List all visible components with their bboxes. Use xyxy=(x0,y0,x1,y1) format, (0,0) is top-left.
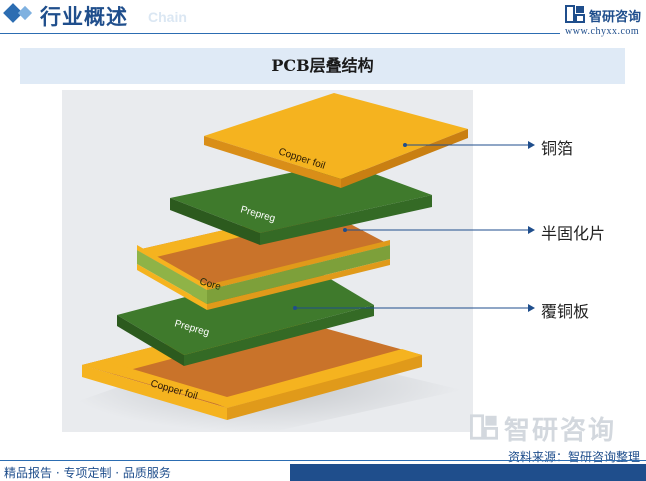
footer-bar xyxy=(290,464,646,481)
watermark-logo-icon xyxy=(470,414,498,440)
footer-divider xyxy=(0,460,646,461)
header-divider xyxy=(0,33,560,34)
section-title: 行业概述 xyxy=(40,5,128,29)
brand-logo-icon xyxy=(565,5,585,23)
brand-name: 智研咨询 xyxy=(589,10,642,25)
pcb-stack-diagram: Copper foil Prepreg Core Prepreg xyxy=(62,90,473,432)
title-bar: PCB层叠结构 xyxy=(20,48,625,84)
header-ghost-text: Chain xyxy=(148,9,187,25)
layer-prepreg-top: Prepreg xyxy=(170,162,432,245)
source-note: 资料来源：智研咨询整理 xyxy=(507,450,640,464)
page-header: 行业概述 Chain 智研咨询 www.chyxx.com xyxy=(0,0,646,37)
callout-label-copper-clad-laminate: 覆铜板 xyxy=(541,302,590,321)
watermark-text: 智研咨询 xyxy=(504,416,617,446)
brand-url: www.chyxx.com xyxy=(565,26,640,37)
pcb-stack-svg: Copper foil Prepreg Core Prepreg xyxy=(67,93,468,432)
header-diamond-small-icon xyxy=(17,5,33,21)
page-title: PCB层叠结构 xyxy=(271,56,374,75)
callout-label-copper-foil: 铜箔 xyxy=(541,139,574,158)
footer-slogan: 精品报告 · 专项定制 · 品质服务 xyxy=(4,466,171,480)
layer-copper-top: Copper foil xyxy=(204,93,468,188)
callout-label-prepreg: 半固化片 xyxy=(541,224,606,243)
layer-copper-bottom: Copper foil xyxy=(82,315,422,420)
layer-prepreg-bottom: Prepreg xyxy=(117,265,374,366)
